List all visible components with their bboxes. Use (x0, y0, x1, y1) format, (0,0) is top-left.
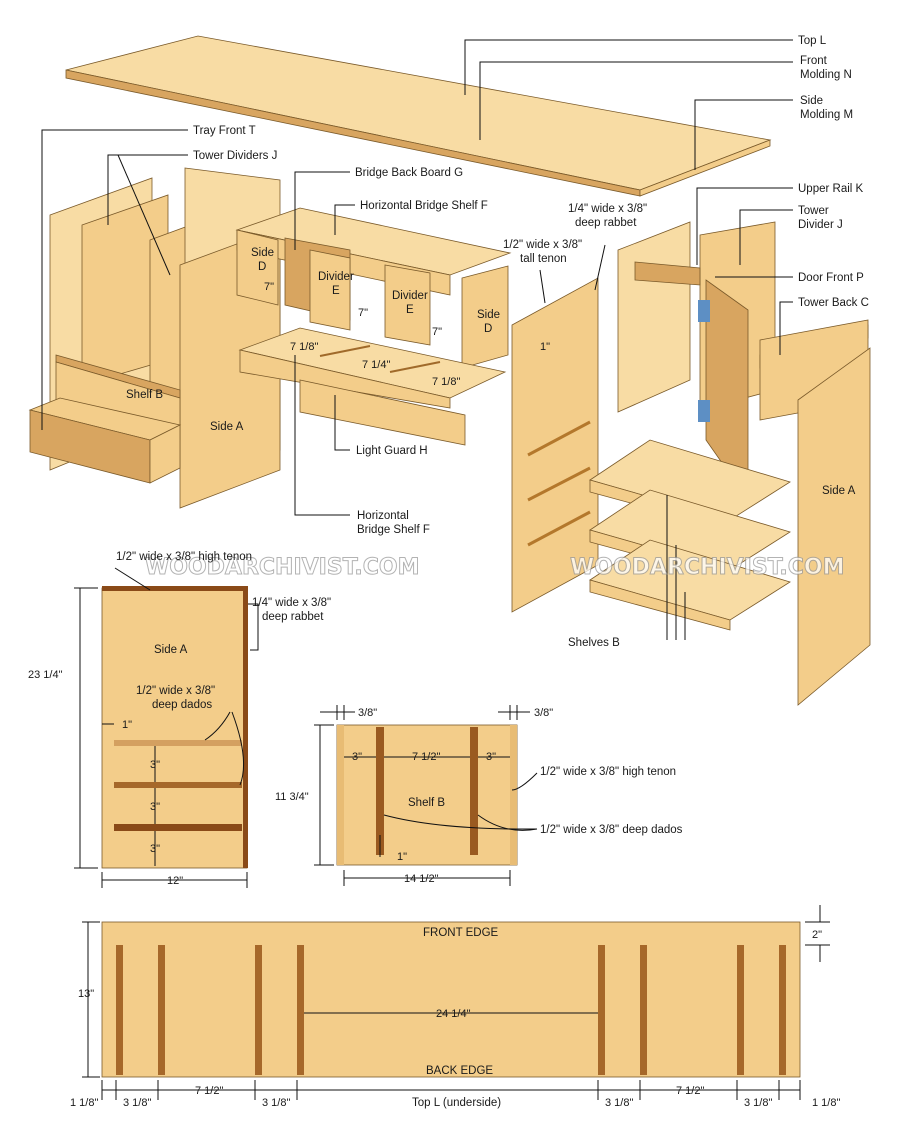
label-side-a-right: Side A (822, 485, 856, 497)
light-guard-h (238, 327, 507, 446)
label-shelf-b: Shelf B (126, 389, 163, 401)
side-a-spacing-3: 3" (150, 843, 160, 855)
top-caption: Top L (underside) (412, 1097, 501, 1109)
top-l-underside-detail (82, 905, 830, 1100)
label-side-a-left: Side A (210, 421, 244, 433)
top-center-span: 24 1/4" (436, 1008, 471, 1020)
label-door-front: Door Front P (798, 272, 864, 284)
dim-gap-7-b: 7" (358, 307, 368, 319)
shelf-b-detail (314, 705, 538, 886)
side-a-tenon-note: 1/2" wide x 3/8" high tenon (116, 551, 252, 563)
top-front-edge: FRONT EDGE (423, 927, 499, 939)
label-side-d-right-1: Side (477, 309, 500, 321)
top-dim-2: 3 1/8" (123, 1097, 151, 1109)
dim-shelf-seg-2: 7 1/4" (362, 359, 390, 371)
shelf-b-height: 11 3/4" (275, 791, 309, 803)
dim-shelf-seg-1: 7 1/8" (290, 341, 318, 353)
label-side-molding-1: Side (800, 95, 823, 107)
top-depth: 13" (78, 988, 94, 1000)
label-divider-e-2a: Divider (392, 290, 428, 302)
shelf-b-dado-note: 1/2" wide x 3/8" deep dados (540, 824, 683, 836)
tray-front-t (28, 397, 182, 484)
shelf-b-seg-mid: 7 1/2" (412, 751, 440, 763)
side-a-height: 23 1/4" (28, 669, 63, 681)
label-rabbet-note-1: 1/4" wide x 3/8" (568, 203, 647, 215)
top-dim-7: 3 1/8" (744, 1097, 772, 1109)
shelf-b-inset: 1" (397, 851, 407, 863)
label-horizontal-bridge-shelf-bottom-1: Horizontal (357, 510, 409, 522)
shelf-b-title: Shelf B (408, 797, 445, 809)
top-l-board (65, 35, 772, 197)
label-side-d-left-1: Side (251, 247, 274, 259)
side-a-rabbet-note-1: 1/4" wide x 3/8" (252, 597, 331, 609)
top-dim-6: 7 1/2" (676, 1085, 704, 1097)
middle-side-panel (511, 277, 599, 613)
shelf-b-right-tenon: 3/8" (534, 707, 553, 719)
label-side-d-right-2: D (484, 323, 492, 335)
top-dim-4: 3 1/8" (262, 1097, 290, 1109)
label-tenon-note-2: tall tenon (520, 253, 567, 265)
label-shelves-b: Shelves B (568, 637, 620, 649)
side-a-dado-note-2: deep dados (152, 699, 212, 711)
side-a-inset: 1" (122, 719, 132, 731)
label-divider-e-1a: Divider (318, 271, 354, 283)
dim-shelf-seg-3: 7 1/8" (432, 376, 460, 388)
shelf-b-seg-right: 3" (486, 751, 496, 763)
watermark-left: WOODARCHIVIST.COM (145, 555, 419, 580)
label-horizontal-bridge-shelf-bottom-2: Bridge Shelf F (357, 524, 430, 536)
label-tower-divider-2: Divider J (798, 219, 843, 231)
label-horizontal-bridge-shelf-top: Horizontal Bridge Shelf F (360, 200, 488, 212)
top-dim-5: 3 1/8" (605, 1097, 633, 1109)
label-tower-divider-1: Tower (798, 205, 829, 217)
label-bridge-back-board: Bridge Back Board G (355, 167, 463, 179)
shelf-b-left-tenon: 3/8" (358, 707, 377, 719)
side-a-width: 12" (167, 875, 183, 887)
label-tower-back: Tower Back C (798, 297, 869, 309)
bridge-assembly (235, 207, 512, 369)
top-back-edge: BACK EDGE (426, 1065, 493, 1077)
top-dim-1: 1 1/8" (70, 1097, 98, 1109)
top-dim-3: 7 1/2" (195, 1085, 223, 1097)
top-offset: 2" (812, 929, 822, 941)
side-a-spacing-2: 3" (150, 801, 160, 813)
top-dim-8: 1 1/8" (812, 1097, 840, 1109)
side-a-detail (74, 567, 259, 888)
shelf-b-seg-left: 3" (352, 751, 362, 763)
label-divider-e-2b: E (406, 304, 414, 316)
label-side-d-left-2: D (258, 261, 266, 273)
dim-gap-7-a: 7" (264, 281, 274, 293)
right-tower (589, 221, 871, 706)
label-tower-dividers: Tower Dividers J (193, 150, 277, 162)
label-front-molding-2: Molding N (800, 69, 852, 81)
side-a-title: Side A (154, 644, 188, 656)
side-a-rabbet-note-2: deep rabbet (262, 611, 324, 623)
label-front-molding-1: Front (800, 55, 828, 67)
side-a-spacing-1: 3" (150, 759, 160, 771)
label-rabbet-note-2: deep rabbet (575, 217, 637, 229)
shelf-b-width: 14 1/2" (404, 873, 439, 885)
label-light-guard: Light Guard H (356, 445, 428, 457)
shelf-b-tenon-note: 1/2" wide x 3/8" high tenon (540, 766, 676, 778)
watermark-right: WOODARCHIVIST.COM (570, 555, 844, 580)
label-top-l: Top L (798, 35, 827, 47)
label-upper-rail: Upper Rail K (798, 183, 864, 195)
leader-lines (41, 39, 793, 640)
label-tray-front: Tray Front T (193, 125, 256, 137)
label-side-molding-2: Molding M (800, 109, 853, 121)
dim-one-inch: 1" (540, 341, 550, 353)
dim-gap-7-c: 7" (432, 326, 442, 338)
label-divider-e-1b: E (332, 285, 340, 297)
side-a-dado-note-1: 1/2" wide x 3/8" (136, 685, 215, 697)
label-tenon-note-1: 1/2" wide x 3/8" (503, 239, 582, 251)
